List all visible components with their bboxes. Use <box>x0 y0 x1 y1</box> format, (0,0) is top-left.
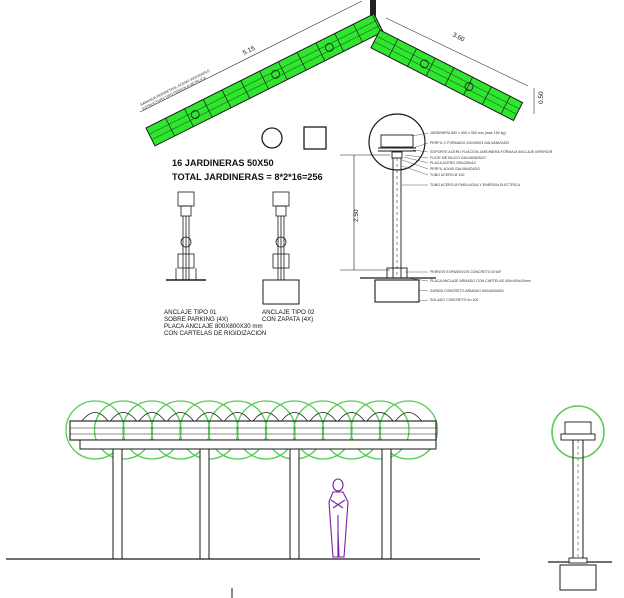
roof-grid-line <box>240 80 251 99</box>
planter-arch <box>309 412 337 422</box>
anchor-02-line-1: ANCLAJE TIPO 02 <box>262 309 315 316</box>
column-detail <box>340 113 436 303</box>
planter-arch <box>195 412 223 422</box>
pergola-elevation <box>6 400 480 560</box>
roof-grid-line <box>202 99 213 118</box>
roof-right-wing <box>370 29 524 122</box>
anchor-detail-02 <box>262 191 300 305</box>
roof-plan: 5.15 3.60 0.50 BARANDA PERIMETRAL ACERO … <box>139 0 545 147</box>
anchor-01-line-4: CON CARTELAS DE RIGIDIZACION <box>164 330 266 337</box>
roof-grid-line <box>444 67 455 86</box>
planter-box <box>564 421 592 435</box>
pergola-main-beam <box>79 439 437 450</box>
anchor-01-line-1: ANCLAJE TIPO 01 <box>164 309 217 316</box>
detail-circle <box>368 113 426 171</box>
dim-line-left <box>139 0 363 113</box>
column <box>199 448 210 560</box>
round-section-symbol <box>261 127 283 149</box>
roof-grid-line <box>353 23 363 43</box>
callout-11: ZAPATA CONCRETO ARMADO 600x600x500 <box>430 289 504 293</box>
planter-canopy-circle <box>236 400 296 460</box>
planter-arch <box>281 412 308 422</box>
planter-arch <box>395 412 422 422</box>
planter-arch <box>138 412 166 422</box>
anchor-detail-01 <box>166 191 206 281</box>
planter-canopy-circle <box>293 400 353 460</box>
roof-grid-line <box>388 38 399 58</box>
callout-4: FLEJE METALICO GALVANIZADO <box>430 156 486 160</box>
roof-grid-line <box>500 96 511 115</box>
anchor-02-line-2: CON ZAPATA (4X) <box>262 316 313 323</box>
column-side-elevation <box>548 405 612 591</box>
callout-5: PLACA ACERO 250x250x10 <box>430 161 476 165</box>
callout-1: JARDINERA 500 x 500 x 300 mm (max 150 kg… <box>430 131 506 135</box>
roof-grid-line <box>278 61 288 80</box>
planter-canopy-circle <box>378 400 439 460</box>
planter-row <box>81 412 422 422</box>
planter-total: TOTAL JARDINERAS = 8*2*16=256 <box>172 172 323 182</box>
planter-arch <box>252 412 280 422</box>
planter-canopy-circle <box>122 400 182 460</box>
human-scale-figure <box>328 478 349 558</box>
callout-12: SOLADO CONCRETO fc=100 <box>430 298 478 302</box>
roof-grid-line <box>407 48 417 67</box>
roof-knot <box>464 82 474 91</box>
callout-10: PLACA ANCLAJE ARMADO CON CARTELAS 400x40… <box>430 279 531 283</box>
roof-grid-line <box>165 117 175 137</box>
dim-line-right <box>385 17 529 87</box>
callout-6: PERFIL 40X40 GALVANIZADO <box>430 167 480 171</box>
planter-arch <box>81 412 109 422</box>
planter-canopy-circle <box>150 400 211 460</box>
anchor-01-line-3: PLACA ANCLAJE 800X800X30 mm <box>164 323 263 330</box>
planter-arch <box>338 412 365 422</box>
footing <box>559 564 597 591</box>
roof-knot <box>324 42 334 52</box>
planter-canopy-circles <box>65 400 439 460</box>
roof-grid-line <box>425 57 436 77</box>
callout-7: TUBO ACERO Ø 100 <box>430 173 464 177</box>
column <box>289 448 300 560</box>
planter-arch <box>167 412 194 422</box>
anchor-01-line-2: SOBRE PARKING (4X) <box>164 316 228 323</box>
roof-grid-line <box>334 33 344 52</box>
callout-2: PERFIL C FORMADO 100X50X3 GALVANIZADO <box>430 141 509 145</box>
dim-right-label: 3.60 <box>451 32 466 44</box>
callouts <box>401 132 429 302</box>
planter-arch <box>224 412 251 422</box>
column <box>381 448 392 560</box>
planter-canopy-circle <box>321 400 382 460</box>
roof-grid-line <box>481 86 492 105</box>
roof-knot <box>190 110 200 119</box>
footing <box>374 279 420 303</box>
callout-9: PERNOS EXPANSIVOS CONCRETO Ø 5/8" <box>430 270 502 274</box>
planter-arch <box>366 412 394 422</box>
planter-canopy-circle <box>350 400 410 460</box>
planter-canopy-circle <box>65 400 125 460</box>
roof-left-wing <box>145 13 384 147</box>
callout-3: SOPORTE ACERO FIJACION JARDINERA FORMA Ø… <box>430 150 553 154</box>
roof-grid-line <box>259 70 269 90</box>
roof-knot <box>271 69 281 79</box>
dim-side-label: 0.50 <box>538 91 545 104</box>
roof-grid-line <box>315 42 326 61</box>
callout-8: TUBO ACERO Ø PARA AGUA Y ENERGIA ELECTRI… <box>430 183 520 187</box>
roof-knot <box>420 59 429 69</box>
roof-grid-line <box>221 89 232 108</box>
planter-canopy-circle <box>93 400 154 460</box>
planter-canopy-circle <box>207 400 268 460</box>
planter-count: 16 JARDINERAS 50X50 <box>172 158 274 168</box>
roof-grid-line <box>296 52 307 71</box>
square-section-symbol <box>303 126 327 150</box>
planter-box <box>380 134 414 148</box>
roof-grid-line <box>184 108 194 127</box>
ridge-post <box>370 0 376 20</box>
roof-grid-line <box>463 77 473 96</box>
planter-arch <box>110 412 137 422</box>
column <box>112 448 123 560</box>
column-height-dim: 2.50 <box>353 209 360 222</box>
